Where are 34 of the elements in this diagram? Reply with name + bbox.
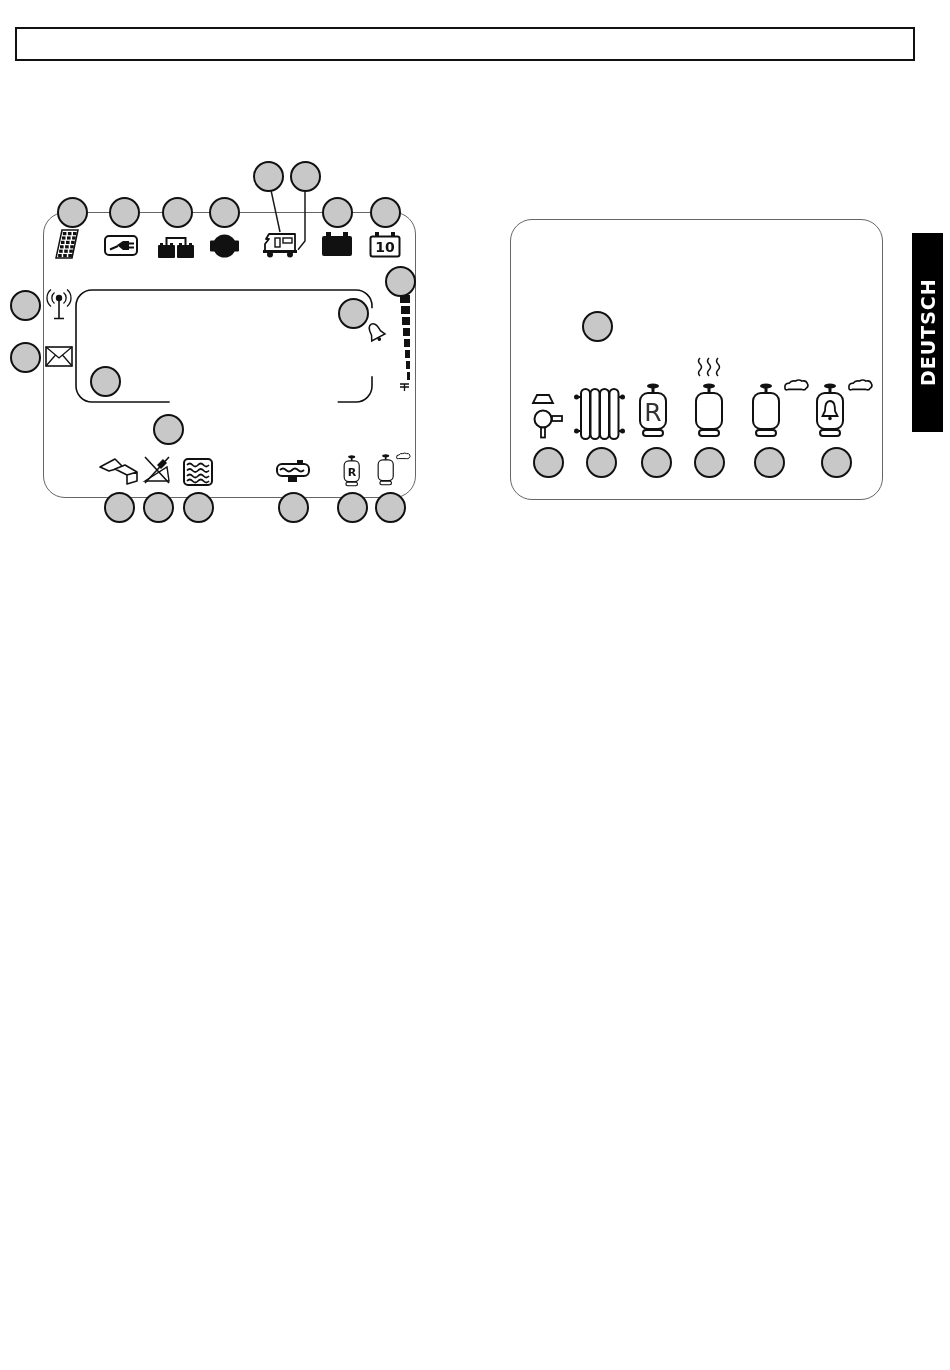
callout-circle <box>640 446 672 478</box>
callout-circle <box>321 196 353 228</box>
callout-circle <box>693 446 725 478</box>
callout-circle <box>152 413 184 445</box>
callout-circle <box>820 446 852 478</box>
callout-circle <box>108 196 140 228</box>
bottle-letter: R <box>347 466 357 478</box>
callout-circle <box>384 265 416 297</box>
motorhome-icon <box>262 232 298 258</box>
bottle-letter: R <box>644 399 662 425</box>
leader-line <box>297 190 306 251</box>
callout-circle <box>289 160 321 192</box>
callout-circle <box>369 196 401 228</box>
callout-circle <box>56 196 88 228</box>
callout-circle <box>336 491 368 523</box>
callout-circle <box>89 365 121 397</box>
callout-circle <box>252 160 284 192</box>
callout-circle <box>585 446 617 478</box>
callout-circle <box>103 491 135 523</box>
calendar-number: 10 <box>375 240 395 254</box>
callout-circle <box>581 310 613 342</box>
callout-circle <box>142 491 174 523</box>
callout-circle <box>374 491 406 523</box>
language-tab: DEUTSCH <box>912 233 943 432</box>
callout-circle <box>182 491 214 523</box>
callout-circle <box>208 196 240 228</box>
leader-line <box>270 190 281 233</box>
callout-circle <box>9 341 41 373</box>
callout-circle <box>161 196 193 228</box>
callout-circle <box>532 446 564 478</box>
callout-circle <box>337 297 369 329</box>
callout-circle <box>9 289 41 321</box>
callout-circle <box>753 446 785 478</box>
callout-circle <box>277 491 309 523</box>
